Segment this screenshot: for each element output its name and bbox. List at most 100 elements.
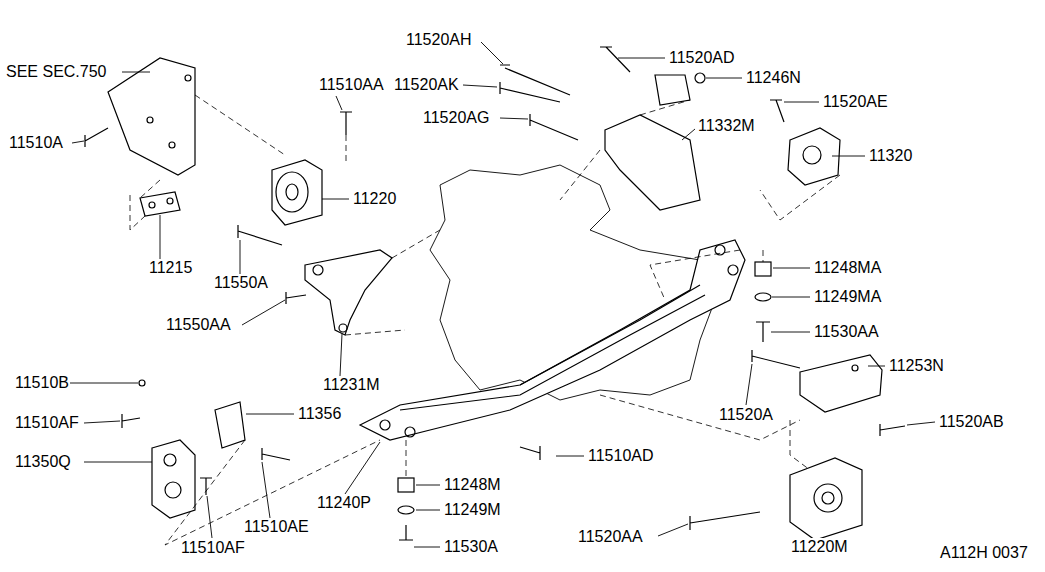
- line-art: [658, 524, 688, 536]
- line-art: [803, 146, 821, 164]
- line-art: [345, 442, 380, 494]
- line-art: [185, 75, 191, 81]
- callout-number: 11248MA: [813, 259, 882, 277]
- line-art: [605, 115, 700, 210]
- callout-number: 11510AF: [14, 414, 80, 432]
- line-art: [70, 383, 138, 384]
- line-art: [72, 141, 84, 143]
- callout-number: SEE SEC.750: [5, 63, 108, 81]
- callout-number: 11248M: [443, 476, 502, 494]
- line-art: [346, 135, 347, 165]
- line-art: [752, 350, 800, 368]
- callout-number: 11249MA: [813, 288, 882, 306]
- line-art: [520, 285, 700, 385]
- callout-number: 11215: [148, 259, 193, 277]
- line-art: [463, 85, 497, 87]
- line-art: [246, 414, 294, 415]
- callout-number: 11510B: [14, 374, 70, 392]
- line-art: [84, 462, 152, 463]
- line-art: [790, 458, 862, 540]
- callout-number: 11332M: [697, 117, 756, 135]
- callout-number: 11520AG: [422, 109, 490, 127]
- line-art: [600, 395, 800, 440]
- line-art: [160, 215, 161, 260]
- line-art: [500, 82, 560, 102]
- line-art: [336, 96, 342, 110]
- callout-number: 11510A: [8, 134, 64, 152]
- line-art: [618, 58, 665, 59]
- line-art: [165, 440, 380, 545]
- callout-number: 11246N: [745, 69, 802, 87]
- line-art: [164, 454, 176, 466]
- line-art: [339, 324, 347, 332]
- callout-number: 11550AA: [165, 316, 232, 334]
- line-art: [195, 95, 285, 155]
- line-art: [262, 448, 290, 460]
- line-art: [147, 117, 153, 123]
- callout-number: 11249M: [443, 501, 502, 519]
- callout-number: 11240P: [316, 494, 372, 512]
- line-art: [414, 547, 440, 548]
- line-art: [140, 180, 160, 198]
- line-art: [122, 414, 140, 428]
- line-art: [380, 420, 390, 430]
- callout-number: 11220M: [790, 538, 849, 556]
- callout-number: 11520AH: [405, 31, 473, 49]
- line-art: [240, 240, 241, 274]
- line-art: [852, 365, 858, 371]
- line-art: [322, 199, 349, 200]
- callout-number: 11520AA: [577, 528, 644, 546]
- line-art: [746, 364, 752, 405]
- line-art: [773, 268, 810, 269]
- callout-number: 11220: [352, 190, 397, 208]
- line-art: [149, 202, 155, 208]
- line-art: [832, 156, 865, 157]
- line-art: [85, 128, 108, 147]
- line-art: [313, 265, 323, 275]
- line-art: [406, 440, 407, 478]
- line-art: [763, 250, 764, 262]
- line-art: [108, 58, 195, 175]
- callout-number: 11350Q: [14, 453, 72, 471]
- line-art: [276, 172, 308, 212]
- line-art: [416, 510, 440, 511]
- line-art: [690, 512, 760, 530]
- line-art: [416, 485, 440, 486]
- callout-number: 11520AD: [668, 49, 736, 67]
- line-art: [70, 42, 935, 547]
- line-art: [771, 332, 810, 333]
- line-art: [340, 334, 342, 376]
- line-art: [907, 422, 935, 425]
- callout-number: 11520AB: [938, 413, 1005, 431]
- line-art: [682, 129, 695, 140]
- line-art: [200, 478, 212, 495]
- line-art: [286, 184, 298, 200]
- line-art: [530, 114, 578, 140]
- line-art: [560, 150, 600, 200]
- callout-number: 11530A: [443, 538, 499, 556]
- line-art: [122, 72, 150, 73]
- callout-number: 11253N: [888, 357, 945, 375]
- callout-number: 11510AE: [243, 518, 310, 536]
- line-art: [286, 292, 306, 304]
- line-art: [520, 446, 540, 460]
- line-art: [728, 265, 738, 275]
- line-art: [481, 42, 503, 64]
- callout-number: 11530AA: [813, 323, 880, 341]
- line-art: [262, 462, 270, 518]
- line-art: [814, 484, 842, 512]
- line-art: [84, 421, 120, 423]
- line-art: [392, 230, 440, 258]
- line-art: [822, 492, 834, 504]
- line-art: [215, 402, 245, 448]
- line-art: [130, 95, 840, 545]
- line-art: [345, 330, 405, 335]
- line-art: [398, 506, 414, 514]
- line-art: [399, 525, 413, 540]
- line-art: [784, 102, 819, 103]
- callout-number: 11550A: [213, 274, 269, 292]
- line-art: [139, 380, 145, 386]
- line-art: [706, 78, 742, 79]
- line-art: [242, 300, 285, 325]
